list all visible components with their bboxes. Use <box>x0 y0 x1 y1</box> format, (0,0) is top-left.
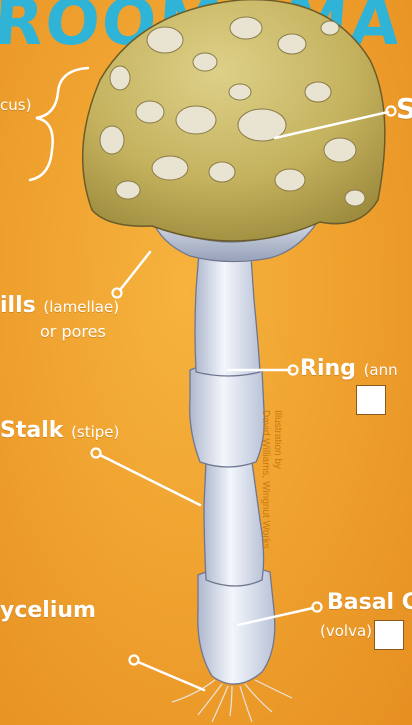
gills-label-sub: (lamellae) <box>43 298 119 316</box>
credit-line-1: Illustration by <box>271 410 283 549</box>
credit-line-2: David Williams, Wingnut Works <box>259 410 271 549</box>
stalk-label-sub: (stipe) <box>71 423 119 441</box>
ring-answer-box[interactable] <box>356 385 386 415</box>
cap-label-suffix: cus) <box>0 96 31 114</box>
gills-label-main: ills <box>0 293 36 318</box>
mycelium-label: ycelium <box>0 598 96 623</box>
ring-label-main: Ring <box>300 356 356 381</box>
ring-label: Ring (ann <box>300 356 398 381</box>
basal-answer-box[interactable] <box>374 620 404 650</box>
stalk-shape <box>204 457 264 586</box>
basal-label-sub: (volva) <box>320 622 372 640</box>
cap-shape <box>83 0 385 241</box>
mycelium-roots <box>172 680 292 722</box>
ring-shape <box>190 363 265 467</box>
ring-label-sub: (ann <box>364 361 398 379</box>
stalk-label-main: Stalk <box>0 418 63 443</box>
cap-brace <box>30 68 88 180</box>
cap-label-right: S <box>396 92 412 125</box>
gills-label-line2: or pores <box>40 322 106 341</box>
stalk-label: Stalk (stipe) <box>0 418 119 443</box>
illustration-credit: Illustration by David Williams, Wingnut … <box>259 410 283 549</box>
gills-label: ills (lamellae) <box>0 293 119 318</box>
basal-label-main: Basal C <box>327 590 412 615</box>
